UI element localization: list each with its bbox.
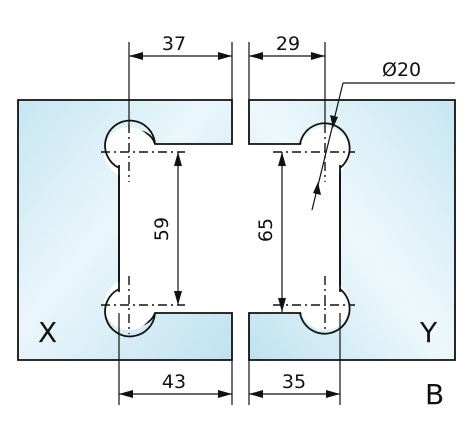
dimension-right-hole-spacing: 65	[255, 152, 286, 312]
dimension-right-bottom-width: 35	[248, 313, 341, 405]
label-hole-diameter: Ø20	[382, 59, 421, 81]
dimension-hole-diameter: Ø20	[311, 59, 455, 211]
label-right-top-width: 29	[276, 33, 300, 55]
label-left-top-width: 37	[162, 33, 186, 55]
label-right-bottom-width: 35	[282, 371, 306, 393]
label-right-hole-spacing: 65	[255, 218, 277, 242]
dimension-left-top-width: 37	[128, 33, 233, 124]
label-left-panel: X	[38, 316, 57, 349]
hole-centerlines	[101, 124, 355, 334]
label-variant: B	[425, 378, 444, 411]
label-left-bottom-width: 43	[162, 371, 186, 393]
label-right-panel: Y	[419, 316, 438, 349]
dimension-right-top-width: 29	[248, 33, 326, 124]
dimension-left-bottom-width: 43	[118, 313, 233, 405]
dimension-left-hole-spacing: 59	[151, 152, 182, 305]
label-left-hole-spacing: 59	[151, 217, 173, 241]
